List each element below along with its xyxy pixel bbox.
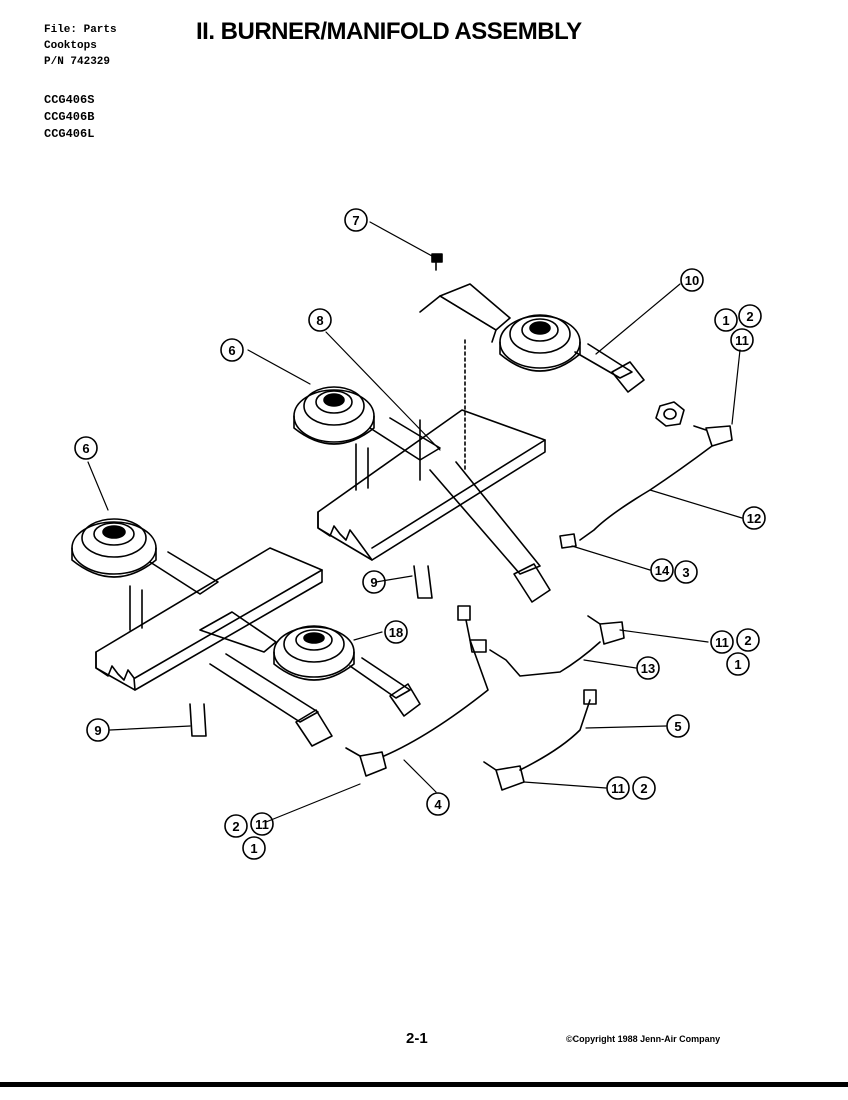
callout-9-upper: 9 — [362, 570, 386, 594]
svg-text:12: 12 — [747, 511, 761, 526]
igniter-top-right — [559, 425, 733, 549]
callout-2-low: 2 — [632, 776, 656, 800]
svg-text:2: 2 — [744, 633, 751, 648]
burner-6-middle — [293, 386, 441, 491]
page-title: II. BURNER/MANIFOLD ASSEMBLY — [196, 18, 582, 45]
manifold-tubes — [209, 461, 551, 747]
callout-3: 3 — [674, 560, 698, 584]
callout-12: 12 — [742, 506, 766, 530]
svg-text:1: 1 — [250, 841, 257, 856]
svg-text:2: 2 — [746, 309, 753, 324]
lower-manifold-bracket — [95, 547, 323, 691]
model-number: CCG406S — [44, 93, 95, 107]
page-number: 2-1 — [406, 1030, 428, 1047]
file-header: File: Parts Cooktops P/N 742329 — [44, 22, 117, 70]
svg-text:9: 9 — [94, 723, 101, 738]
callouts: 7 10 8 6 6 1 2 11 12 14 3 9 18 11 2 1 13… — [74, 208, 766, 860]
callout-9-lower: 9 — [86, 718, 110, 742]
svg-text:8: 8 — [316, 313, 323, 328]
svg-text:6: 6 — [228, 343, 235, 358]
callout-6-left: 6 — [74, 436, 98, 460]
callout-13: 13 — [636, 656, 660, 680]
callout-6-middle: 6 — [220, 338, 244, 362]
callout-2-mid: 2 — [736, 628, 760, 652]
upper-manifold-bracket — [317, 339, 546, 561]
bottom-rule — [0, 1082, 848, 1087]
model-number: CCG406B — [44, 110, 95, 124]
file-line: File: Parts — [44, 24, 117, 36]
callout-11-bottom: 11 — [250, 812, 274, 836]
clip-9-upper — [413, 565, 433, 599]
callout-7: 7 — [344, 208, 368, 232]
callout-5: 5 — [666, 714, 690, 738]
svg-text:13: 13 — [641, 661, 655, 676]
svg-text:14: 14 — [655, 563, 670, 578]
svg-text:2: 2 — [232, 819, 239, 834]
svg-text:10: 10 — [685, 273, 699, 288]
callout-11-mid: 11 — [710, 630, 734, 654]
svg-text:4: 4 — [434, 797, 442, 812]
callout-1-bottom: 1 — [242, 836, 266, 860]
clip-9-lower — [189, 703, 207, 737]
svg-text:5: 5 — [674, 719, 681, 734]
svg-text:1: 1 — [734, 657, 741, 672]
leader-lines — [87, 221, 743, 823]
callout-11-low: 11 — [606, 776, 630, 800]
category-line: Cooktops — [44, 40, 97, 52]
callout-10: 10 — [680, 268, 704, 292]
svg-text:11: 11 — [735, 333, 749, 348]
callout-11-top: 11 — [730, 328, 754, 352]
igniter-mid-right — [469, 615, 625, 677]
burner-6-left — [71, 518, 219, 631]
svg-text:11: 11 — [611, 781, 625, 796]
callout-1-mid: 1 — [726, 652, 750, 676]
model-number: CCG406L — [44, 127, 95, 141]
svg-text:9: 9 — [370, 575, 377, 590]
callout-2-bottom: 2 — [224, 814, 248, 838]
callout-1-top: 1 — [714, 308, 738, 332]
svg-text:11: 11 — [715, 635, 729, 650]
svg-text:2: 2 — [640, 781, 647, 796]
svg-text:11: 11 — [255, 817, 269, 832]
igniter-bottom-right — [483, 689, 597, 791]
burner-18 — [199, 611, 421, 717]
callout-4: 4 — [426, 792, 450, 816]
svg-text:3: 3 — [682, 565, 689, 580]
model-list: CCG406S CCG406B CCG406L — [44, 92, 94, 143]
screw-7 — [431, 253, 443, 271]
igniter-bottom-center — [345, 605, 489, 777]
callout-14: 14 — [650, 558, 674, 582]
svg-text:7: 7 — [352, 213, 359, 228]
svg-text:1: 1 — [722, 313, 729, 328]
part-number-line: P/N 742329 — [44, 56, 111, 68]
callout-8: 8 — [308, 308, 332, 332]
svg-text:6: 6 — [82, 441, 89, 456]
callout-18: 18 — [384, 620, 408, 644]
callout-2-top: 2 — [738, 304, 762, 328]
copyright-notice: ©Copyright 1988 Jenn-Air Company — [566, 1034, 721, 1044]
hex-nut — [655, 401, 685, 427]
svg-text:18: 18 — [389, 625, 403, 640]
burner-10 — [419, 283, 645, 393]
